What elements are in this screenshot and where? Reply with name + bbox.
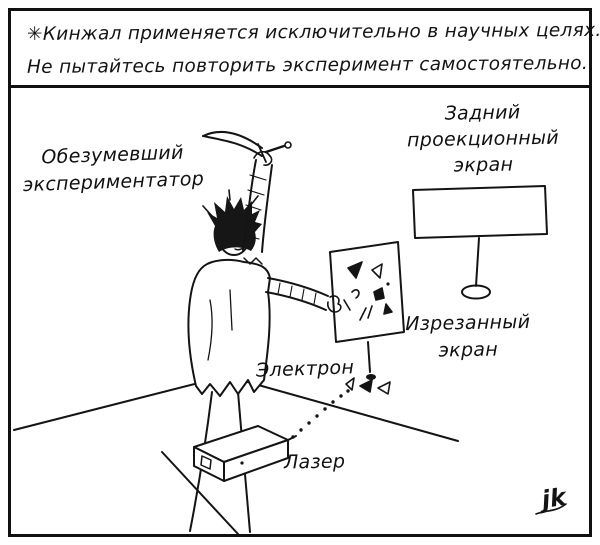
table-drawing	[13, 375, 459, 535]
cut-shards	[343, 261, 393, 321]
rear-screen-label: Задний проекционный экран	[382, 98, 583, 179]
cut-screen-label-line2: экран	[438, 338, 499, 362]
experimenter-label: Обезумевший экспериментатор	[5, 138, 221, 199]
experimenter-figure	[187, 131, 342, 397]
rear-screen-drawing	[412, 185, 548, 300]
screen-scraps	[345, 374, 391, 395]
raised-arm	[242, 150, 273, 253]
screen-stand-base	[461, 284, 491, 300]
cut-screen-stand	[367, 341, 371, 373]
electron-beam-dots	[291, 389, 350, 439]
extended-arm	[265, 277, 342, 313]
rear-screen-label-line2: проекционный	[406, 126, 560, 152]
cut-screen-label: Изрезанный экран	[390, 309, 547, 366]
caption-line-1: ✳Кинжал применяется исключительно в науч…	[26, 19, 600, 45]
laser-drawing	[193, 425, 297, 482]
rear-screen-label-line3: экран	[453, 153, 514, 177]
rear-screen-label-line1: Задний	[444, 101, 521, 125]
dagger-icon	[202, 131, 292, 163]
laser-label: Лазер	[283, 450, 346, 474]
laser-panel-detail	[200, 455, 212, 470]
screen-stand-pole	[475, 237, 480, 287]
cut-screen-label-line1: Изрезанный	[405, 310, 531, 336]
artist-signature: jk	[535, 483, 570, 515]
caption-line-2: Не пытайтесь повторить эксперимент самос…	[26, 53, 589, 78]
torso-shirt	[187, 258, 271, 397]
wild-hair	[207, 196, 262, 252]
electron-label: Электрон	[255, 356, 355, 382]
gripping-hand	[327, 295, 342, 313]
caption-box: ✳Кинжал применяется исключительно в науч…	[11, 11, 600, 88]
